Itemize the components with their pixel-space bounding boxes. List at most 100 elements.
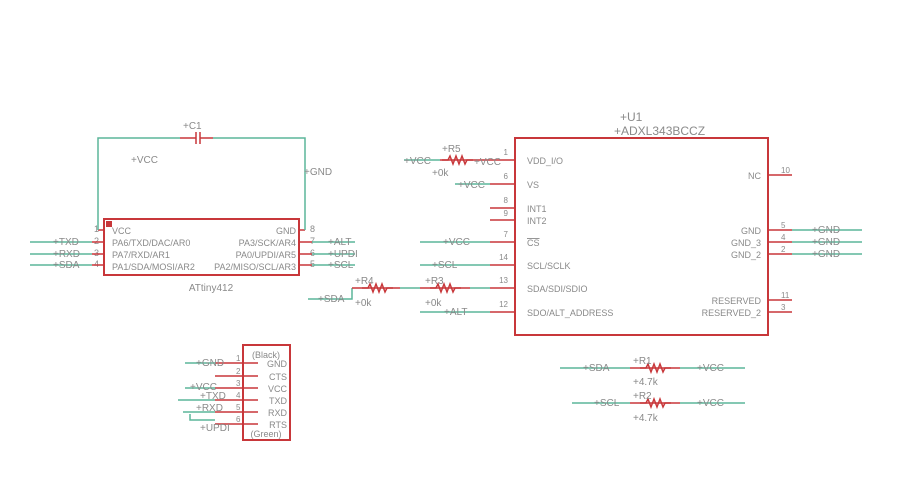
net-label: +GND <box>304 167 332 178</box>
net-label: +GND <box>812 237 840 248</box>
pin-label: VCC <box>268 384 288 394</box>
pin1-marker <box>106 221 112 227</box>
part-ref: +U1 <box>620 110 643 124</box>
net-label: +RXD <box>196 403 223 414</box>
pin-number: 11 <box>781 291 790 300</box>
pin-label: GND_3 <box>731 238 761 248</box>
pin-number: 8 <box>504 196 509 205</box>
pin-label: GND <box>276 226 297 236</box>
net-label: +VCC <box>458 180 485 191</box>
net-label: +SCL <box>594 398 620 409</box>
pin-label: PA3/SCK/AR4 <box>239 238 296 248</box>
decoupling-wire[interactable] <box>97 137 306 230</box>
c1-label: +C1 <box>183 121 202 132</box>
pin-number: 1 <box>94 224 99 234</box>
pin-number: 5 <box>781 221 786 230</box>
pin-number: 3 <box>781 303 786 312</box>
adxl343-part[interactable]: +U1 +ADXL343BCCZ VDD_I/O VS INT1 INT2 CS… <box>490 110 792 336</box>
net-label: +VCC <box>131 155 158 166</box>
pin-number: 6 <box>310 248 315 258</box>
sda-wire[interactable] <box>308 287 490 300</box>
net-label: +SCL <box>432 260 458 271</box>
net-label: +VCC <box>190 382 217 393</box>
ftdi-connector[interactable]: (Black) (Green) GND CTS VCC TXD RXD RTS … <box>215 344 291 441</box>
net-label: +SCL <box>328 260 354 271</box>
net-label: +ALT <box>328 237 351 248</box>
pin-label: GND_2 <box>731 250 761 260</box>
attiny-wires[interactable] <box>30 241 355 266</box>
pin-number: 3 <box>236 379 241 388</box>
part-name: +ADXL343BCCZ <box>614 124 705 138</box>
pin-label: SDO/ALT_ADDRESS <box>527 308 613 318</box>
pin-label: GND <box>741 226 762 236</box>
pin-label: NC <box>748 171 761 181</box>
pin-number: 6 <box>236 415 241 424</box>
r5-value: +0k <box>432 168 449 179</box>
adxl-body[interactable] <box>514 137 769 336</box>
r4-value: +0k <box>355 298 372 309</box>
net-label: +VCC <box>404 156 431 167</box>
pin-label: PA1/SDA/MOSI/AR2 <box>112 262 195 272</box>
net-label: +TXD <box>200 391 226 402</box>
part-name: ATtiny412 <box>189 283 234 294</box>
connector-bottom-label: (Green) <box>250 429 281 439</box>
pin-number: 9 <box>504 209 509 218</box>
pin-label: CS <box>527 238 540 248</box>
pin-number: 1 <box>504 148 509 157</box>
net-label: +VCC <box>697 398 724 409</box>
net-label: +VCC <box>697 363 724 374</box>
pin-number: 3 <box>94 248 99 258</box>
pin-number: 14 <box>499 253 508 262</box>
pullup-wires[interactable] <box>560 367 745 404</box>
r3-value: +0k <box>425 298 442 309</box>
pin-label: PA2/MISO/SCL/AR3 <box>214 262 296 272</box>
r1-value: +4.7k <box>633 377 659 388</box>
pin-label: VS <box>527 180 539 190</box>
pin-number: 6 <box>504 172 509 181</box>
r5-label: +R5 <box>442 144 461 155</box>
r1-label: +R1 <box>633 356 652 367</box>
pin-number: 1 <box>236 354 241 363</box>
net-label: +VCC <box>443 237 470 248</box>
net-label: +ALT <box>444 307 467 318</box>
r2-label: +R2 <box>633 391 652 402</box>
connector-top-label: (Black) <box>252 350 280 360</box>
pin-label: INT2 <box>527 216 547 226</box>
connector-body[interactable] <box>242 344 291 441</box>
pin-label: PA6/TXD/DAC/AR0 <box>112 238 190 248</box>
ftdi-wires[interactable] <box>178 362 215 421</box>
net-label: +SDA <box>318 294 345 305</box>
pin-label: RESERVED <box>712 296 762 306</box>
adxl-wires[interactable] <box>404 159 862 313</box>
net-label: +TXD <box>53 237 79 248</box>
pin-label: TXD <box>269 396 288 406</box>
net-label: +SDA <box>583 363 610 374</box>
resistor-r5[interactable] <box>441 155 474 165</box>
net-label: +RXD <box>53 249 80 260</box>
pin-label: PA7/RXD/AR1 <box>112 250 170 260</box>
net-label: +VCC <box>474 157 501 168</box>
pin-label: GND <box>267 359 288 369</box>
capacitor-c1[interactable] <box>180 132 213 144</box>
pin-number: 5 <box>310 259 315 269</box>
pin-number: 2 <box>236 367 241 376</box>
net-label: +SDA <box>53 260 80 271</box>
pin-number: 10 <box>781 166 790 175</box>
pin-number: 13 <box>499 276 508 285</box>
net-label: +UPDI <box>328 249 358 260</box>
r3-label: +R3 <box>425 276 444 287</box>
pin-label: CTS <box>269 372 287 382</box>
pin-number: 4 <box>781 233 786 242</box>
pin-label: RESERVED_2 <box>702 308 761 318</box>
pin-number: 2 <box>94 236 99 246</box>
r4-label: +R4 <box>355 276 374 287</box>
pin-label: INT1 <box>527 204 547 214</box>
r2-value: +4.7k <box>633 413 659 424</box>
attiny412-part[interactable]: VCC PA6/TXD/DAC/AR0 PA7/RXD/AR1 PA1/SDA/… <box>92 218 315 294</box>
pin-number: 5 <box>236 403 241 412</box>
pin-label: VDD_I/O <box>527 156 563 166</box>
pin-label: RXD <box>268 408 288 418</box>
pin-number: 12 <box>499 300 508 309</box>
attiny-body[interactable] <box>103 218 300 276</box>
